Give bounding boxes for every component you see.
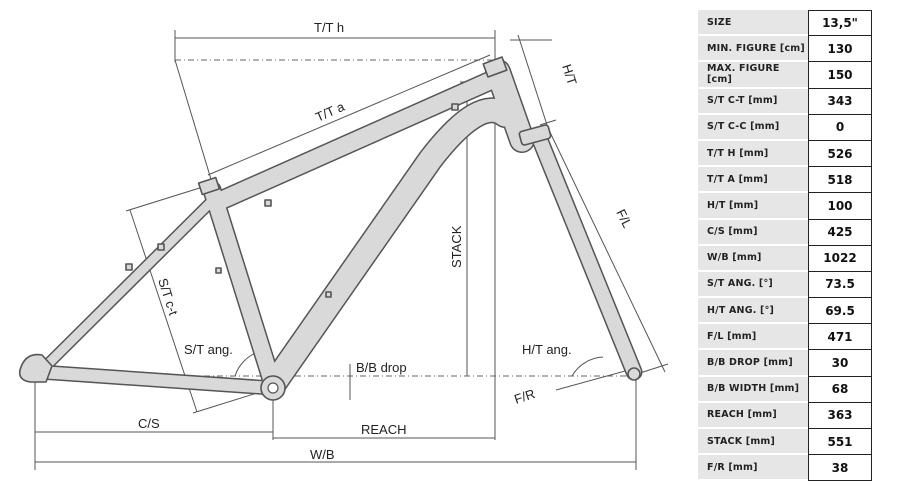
geometry-row-label: SIZE [698, 10, 808, 37]
geometry-row-label: W/B [mm] [698, 245, 808, 272]
geometry-row-value: 518 [808, 167, 872, 194]
frame-tube-fills [34, 60, 641, 397]
geometry-row: C/S [mm]425 [698, 219, 872, 246]
geometry-row-value: 130 [808, 36, 872, 63]
geometry-row: REACH [mm]363 [698, 402, 872, 429]
geometry-row-label: F/L [mm] [698, 324, 808, 351]
bike-frame-diagram: T/T h T/T a H/T F/L STACK S/T c-t S/T an… [18, 20, 669, 470]
geometry-row: H/T [mm]100 [698, 193, 872, 220]
geometry-row: MAX. FIGURE [cm]150 [698, 62, 872, 89]
geometry-row-label: S/T ANG. [°] [698, 271, 808, 299]
geometry-row: S/T C-T [mm]343 [698, 88, 872, 115]
geometry-row-value: 30 [808, 350, 872, 377]
bike-frame [18, 56, 643, 401]
geometry-row: S/T C-C [mm]0 [698, 114, 872, 141]
geometry-row: T/T A [mm]518 [698, 167, 872, 194]
label-reach: REACH [361, 422, 407, 437]
geometry-row-value: 526 [808, 140, 872, 168]
geometry-row: B/B WIDTH [mm]68 [698, 376, 872, 403]
label-cs: C/S [138, 416, 160, 431]
geometry-row: F/L [mm]471 [698, 324, 872, 351]
geometry-row-label: T/T H [mm] [698, 140, 808, 168]
geometry-row-value: 100 [808, 193, 872, 220]
label-stack: STACK [449, 225, 464, 268]
geometry-row-label: REACH [mm] [698, 402, 808, 429]
geometry-row: MIN. FIGURE [cm]130 [698, 36, 872, 63]
label-st-ang: S/T ang. [184, 342, 233, 357]
geometry-row: S/T ANG. [°]73.5 [698, 271, 872, 299]
geometry-row: W/B [mm]1022 [698, 245, 872, 272]
dimension-labels: T/T h T/T a H/T F/L STACK S/T c-t S/T an… [138, 20, 635, 462]
label-fl: F/L [613, 207, 635, 230]
geometry-row-value: 13,5" [808, 10, 872, 37]
geometry-row-label: H/T ANG. [°] [698, 298, 808, 325]
geometry-row-value: 38 [808, 455, 872, 482]
geometry-row-label: B/B WIDTH [mm] [698, 376, 808, 403]
geometry-row-label: STACK [mm] [698, 429, 808, 456]
geometry-row-value: 343 [808, 88, 872, 115]
geometry-row-label: B/B DROP [mm] [698, 350, 808, 377]
geometry-row-value: 69.5 [808, 298, 872, 325]
geometry-row-label: T/T A [mm] [698, 167, 808, 194]
label-ht-ang: H/T ang. [522, 342, 572, 357]
label-bb-drop: B/B drop [356, 360, 407, 375]
label-ht: H/T [559, 62, 580, 87]
geometry-row-value: 68 [808, 376, 872, 403]
geometry-row-value: 551 [808, 429, 872, 456]
geometry-row: F/R [mm]38 [698, 455, 872, 482]
geometry-row-label: H/T [mm] [698, 193, 808, 220]
label-wb: W/B [310, 447, 335, 462]
geometry-row: H/T ANG. [°]69.5 [698, 298, 872, 325]
label-fr: F/R [512, 386, 537, 407]
dimension-lines [34, 30, 669, 470]
geometry-row-value: 73.5 [808, 271, 872, 299]
geometry-row-value: 0 [808, 114, 872, 141]
geometry-row-label: MAX. FIGURE [cm] [698, 62, 808, 89]
geometry-row-label: C/S [mm] [698, 219, 808, 246]
geometry-row-value: 425 [808, 219, 872, 246]
geometry-row-label: F/R [mm] [698, 455, 808, 482]
label-tt-a: T/T a [313, 98, 347, 124]
geometry-row-label: MIN. FIGURE [cm] [698, 36, 808, 63]
geometry-row: T/T H [mm]526 [698, 140, 872, 168]
geometry-row-label: S/T C-T [mm] [698, 88, 808, 115]
geometry-row-label: S/T C-C [mm] [698, 114, 808, 141]
geometry-row: STACK [mm]551 [698, 429, 872, 456]
geometry-row-value: 150 [808, 62, 872, 89]
geometry-row-value: 471 [808, 324, 872, 351]
geometry-row-value: 1022 [808, 245, 872, 272]
geometry-row: B/B DROP [mm]30 [698, 350, 872, 377]
geometry-row-value: 363 [808, 402, 872, 429]
label-tt-h: T/T h [314, 20, 344, 35]
